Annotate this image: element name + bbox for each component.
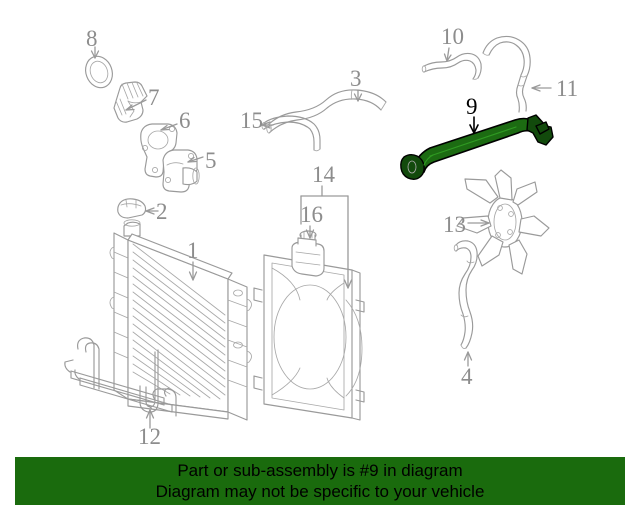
callout-label-10: 10 [441, 24, 464, 49]
leader-9 [469, 116, 479, 134]
callout-label-7: 7 [148, 85, 160, 110]
callout-label-3: 3 [350, 66, 362, 91]
callout-label-16: 16 [300, 202, 323, 227]
part-reservoir-hose [421, 52, 482, 80]
leader-6 [160, 123, 178, 131]
part-water-outlet-hose [482, 35, 531, 113]
part-water-bypass-pipe-highlighted [400, 114, 554, 180]
leader-13 [467, 219, 490, 227]
callout-label-4: 4 [461, 364, 473, 389]
leader-14 [300, 185, 353, 289]
leader-5 [187, 156, 204, 163]
leader-4 [463, 351, 473, 367]
leader-2 [145, 207, 159, 215]
callout-label-15: 15 [240, 108, 263, 133]
callout-label-5: 5 [205, 148, 217, 173]
leader-3 [353, 89, 363, 102]
leader-11 [531, 84, 552, 92]
callout-label-11: 11 [556, 76, 578, 101]
part-upper-radiator-hose [266, 89, 387, 134]
leader-16 [305, 225, 315, 239]
part-water-inlet-housing [162, 149, 200, 193]
leader-7 [125, 99, 147, 111]
banner-line-1: Part or sub-assembly is #9 in diagram [177, 461, 463, 480]
part-lower-radiator-hose [453, 240, 478, 349]
part-radiator-cap [117, 198, 147, 219]
leader-1 [188, 261, 198, 281]
callout-label-8: 8 [86, 26, 98, 51]
callout-label-6: 6 [179, 108, 191, 133]
callout-label-14: 14 [312, 162, 336, 187]
callout-label-1: 1 [187, 238, 199, 263]
callout-label-12: 12 [138, 424, 161, 449]
banner-line-2: Diagram may not be specific to your vehi… [155, 482, 485, 501]
callout-label-9: 9 [466, 94, 478, 119]
leader-10 [443, 47, 452, 62]
leader-8 [90, 46, 100, 59]
callout-label-2: 2 [156, 199, 168, 224]
leader-12 [145, 409, 155, 429]
callout-label-13: 13 [443, 212, 466, 237]
part-radiator-assembly [109, 219, 252, 421]
part-oil-cooler-tube-assembly [64, 337, 177, 417]
part-thermostat-o-ring [85, 55, 113, 89]
part-fan-shroud [253, 237, 365, 421]
part-notice-banner: Part or sub-assembly is #9 in diagram Di… [15, 457, 625, 505]
